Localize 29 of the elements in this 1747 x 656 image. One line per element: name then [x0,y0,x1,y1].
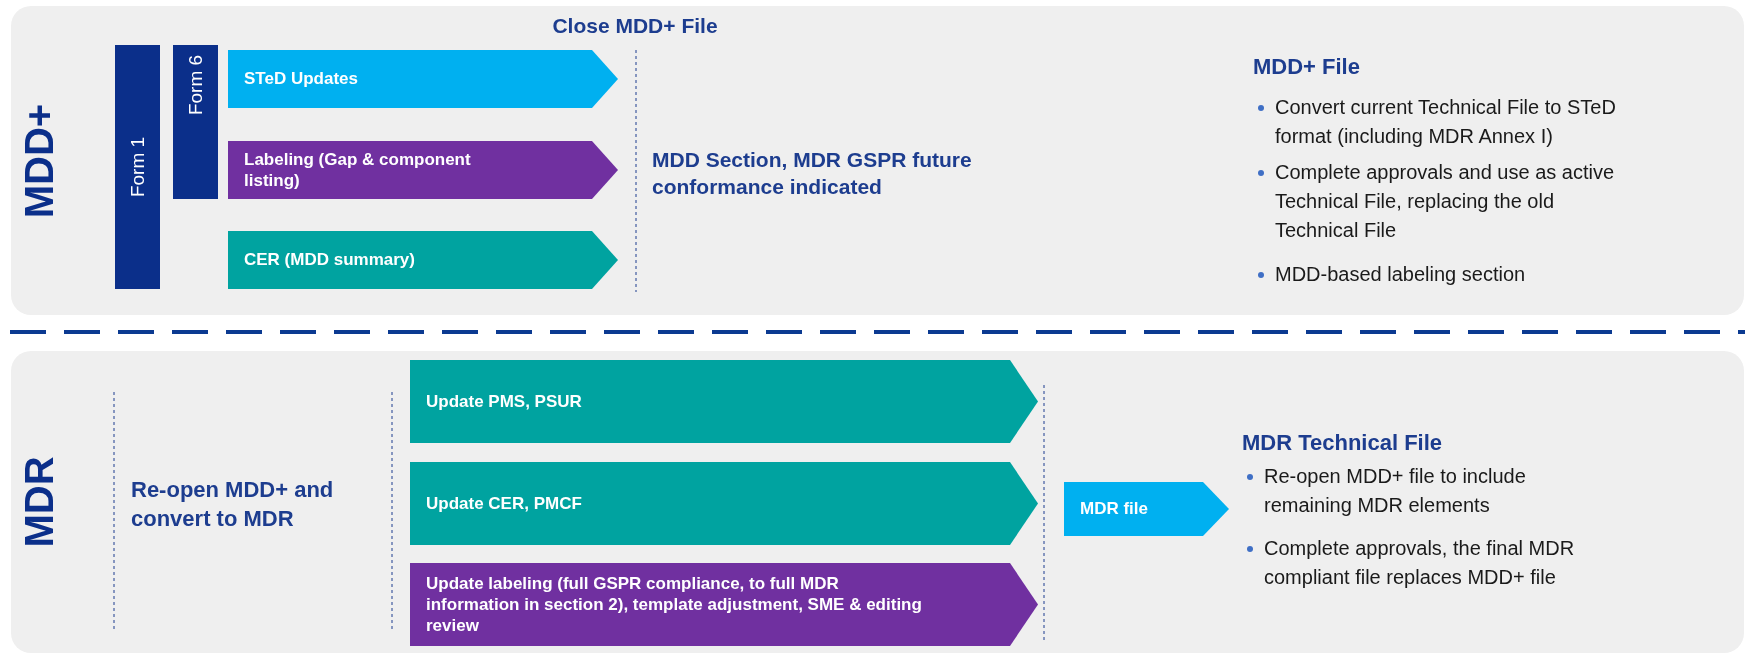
step-label: MDR file [1080,498,1148,520]
step-pentagon [1064,482,1229,536]
note-text: MDD Section, MDR GSPR future conformance indicated [652,147,973,201]
step-label: CER (MDD summary) [244,249,415,271]
form-label: Form 6 [184,54,207,116]
bullet-text: Convert current Technical File to STeD format (including MDR Annex I) [1275,95,1617,149]
step-pentagon [228,50,618,108]
step-label: STeD Updates [244,68,358,90]
bullet-text: Re-open MDD+ file to include remaining MDR elements [1264,464,1527,518]
section-panel [11,351,1744,653]
bullet-text: MDD-based labeling section [1275,262,1527,287]
heading: MDD+ File [1253,53,1361,81]
step-pentagon [228,141,618,199]
step-pentagon [228,231,618,289]
section-title: MDR [16,456,62,548]
step-label: Re-open MDD+ and convert to MDR [131,476,335,533]
heading: Close MDD+ File [551,13,719,39]
form-label: Form 1 [126,136,149,198]
section-title: MDD+ [16,103,62,218]
section-panel [11,6,1744,315]
bullet-text: Complete approvals, the final MDR compliant file replaces MDD+ file [1264,536,1576,590]
step-label: Labeling (Gap & component listing) [244,148,472,192]
form-bar [115,45,160,289]
form-bar [173,45,218,199]
bullet-text: Complete approvals and use as active Technical File, replacing the old Technical File [1275,160,1616,243]
heading: MDR Technical File [1242,429,1444,457]
step-label: Update CER, PMCF [426,492,582,515]
step-label: Update labeling (full GSPR compliance, to full MDR information in section 2), template adjustment, SME & editing review [426,572,923,637]
step-label: Update PMS, PSUR [426,390,582,413]
